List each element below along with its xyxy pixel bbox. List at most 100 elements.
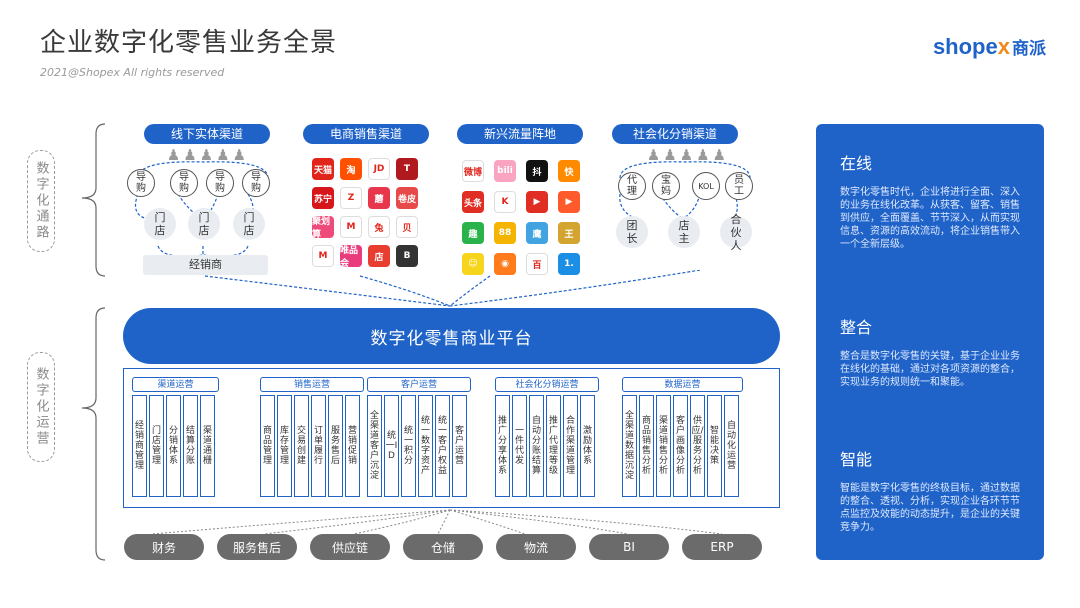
ops-item: 订单履行 [311, 395, 326, 497]
guide-node-1: 导购 [127, 169, 155, 197]
ops-group-head: 渠道运营 [132, 377, 219, 392]
owl-icon: 鹰 [526, 222, 548, 244]
ops-item: 结算分账 [183, 395, 198, 497]
store-node-2: 门店 [188, 208, 220, 240]
store-node-1: 门店 [144, 208, 176, 240]
mia-icon: M [312, 245, 334, 267]
social-people-icon: ♟♟♟♟♟ [646, 146, 730, 164]
panel-text-intelligence: 智能是数字化零售的终极目标，通过数据的整合、透视、分析，实现企业各环节节点监控及… [840, 483, 1020, 533]
ops-item: 合作渠道管理 [563, 395, 578, 497]
ops-group-items: 推广分享体系一件代发自动分账结算推广代理等级合作渠道管理激励体系 [495, 395, 599, 497]
ops-item: 统一积分 [401, 395, 416, 497]
ops-group-items: 经销商管理门店管理分销体系结算分账渠道通栅 [132, 395, 219, 497]
kuaishou-icon: 快 [558, 160, 580, 182]
jd-icon: JD [368, 158, 390, 180]
t-icon: T [396, 158, 418, 180]
ops-item: 交易创建 [294, 395, 309, 497]
app-icon: 88 [494, 222, 516, 244]
ecommerce-channel-title: 电商销售渠道 [303, 124, 429, 144]
ops-item: 营销促销 [345, 395, 360, 497]
ops-item: 一件代发 [512, 395, 527, 497]
grouping-braces [81, 123, 106, 561]
panel-title-integration: 整合 [840, 318, 873, 337]
ops-item: 库存管理 [277, 395, 292, 497]
rabbit-icon: 兔 [368, 216, 390, 238]
ops-group-head: 客户运营 [367, 377, 471, 392]
store-node-3: 门店 [233, 208, 265, 240]
ops-item: 全渠道数据沉淀 [622, 395, 637, 497]
suning-icon: 苏宁 [312, 187, 334, 209]
qu-icon: 趣 [462, 222, 484, 244]
foundation-supply-chain: 供应链 [310, 534, 390, 560]
ops-item: 服务售后 [328, 395, 343, 497]
ops-item: 客户运营 [452, 395, 467, 497]
retail-platform-bar: 数字化零售商业平台 [123, 308, 780, 364]
ops-item: 渠道通栅 [200, 395, 215, 497]
ops-group: 销售运营商品管理库存管理交易创建订单履行服务售后营销促销 [260, 377, 364, 497]
douyin-icon: 抖 [526, 160, 548, 182]
page-title: 企业数字化零售业务全景 [40, 28, 338, 58]
side-label-operations: 数字化运营 [27, 352, 55, 462]
role-node-agent: 代理 [618, 172, 646, 200]
one-icon: 1. [558, 253, 580, 275]
ops-group: 渠道运营经销商管理门店管理分销体系结算分账渠道通栅 [132, 377, 219, 497]
tmall-icon: 天猫 [312, 158, 334, 180]
foundation-bi: BI [589, 534, 669, 560]
ops-item: 统一ID [384, 395, 399, 497]
role-node-kol: KOL [692, 172, 720, 200]
ops-item: 全渠道客户沉淀 [367, 395, 382, 497]
partner-node-leader: 团长 [616, 216, 648, 248]
ops-item: 分销体系 [166, 395, 181, 497]
taobao-icon: 淘 [340, 158, 362, 180]
ops-item: 统一客户权益 [435, 395, 450, 497]
king-icon: 王 [558, 222, 580, 244]
foundation-after-sales: 服务售后 [217, 534, 297, 560]
ops-item: 自动化运营 [724, 395, 739, 497]
dealer-box: 经销商 [143, 255, 268, 275]
panel-title-online: 在线 [840, 154, 873, 173]
logo-cn-text: 商派 [1012, 39, 1046, 58]
store-icon: 店 [368, 245, 390, 267]
partner-node-owner: 店主 [668, 216, 700, 248]
kuai-icon: K [494, 191, 516, 213]
partner-node-partner: 合伙人 [720, 213, 752, 252]
toutiao-icon: 头条 [462, 191, 484, 213]
ops-item: 门店管理 [149, 395, 164, 497]
z-icon: Z [340, 187, 362, 209]
ops-group-items: 商品管理库存管理交易创建订单履行服务售后营销促销 [260, 395, 364, 497]
panel-text-integration: 整合是数字化零售的关键，基于企业业务在线化的基础，通过对各项资源的整合，实现业务… [840, 351, 1020, 388]
offline-people-icon: ♟♟♟♟♟ [166, 146, 250, 164]
juanpi-icon: 卷皮 [396, 187, 418, 209]
logo-e: e [985, 34, 998, 59]
role-node-mom: 宝妈 [652, 172, 680, 200]
zhi-icon: 百 [526, 253, 548, 275]
juhuasuan-icon: 聚划算 [312, 216, 334, 238]
foundation-erp: ERP [682, 534, 762, 560]
ops-item: 供应/服务分析 [690, 395, 705, 497]
mogu-icon: 蘑 [368, 187, 390, 209]
ops-item: 自动分账结算 [529, 395, 544, 497]
logo-text: shop [932, 34, 986, 59]
ops-group-head: 销售运营 [260, 377, 364, 392]
vip-icon: 唯品会 [340, 245, 362, 267]
meilishuo-icon: M [340, 216, 362, 238]
social-channel-title: 社会化分销渠道 [612, 124, 738, 144]
beidian-icon: 贝 [396, 216, 418, 238]
value-panel: 在线 数字化零售时代，企业将进行全面、深入的业务在线化改革。从获客、留客、销售到… [816, 124, 1044, 560]
foundation-warehouse: 仓储 [403, 534, 483, 560]
ops-group-head: 社会化分销运营 [495, 377, 599, 392]
ops-item: 渠道销售分析 [656, 395, 671, 497]
orb-icon: ◉ [494, 253, 516, 275]
traffic-channel-title: 新兴流量阵地 [457, 124, 583, 144]
foundation-logistics: 物流 [496, 534, 576, 560]
panel-title-intelligence: 智能 [840, 450, 873, 469]
face-icon: ☺ [462, 253, 484, 275]
funnel-connectors [204, 270, 701, 307]
video-icon: ▶ [558, 191, 580, 213]
ops-item: 智能决策 [707, 395, 722, 497]
